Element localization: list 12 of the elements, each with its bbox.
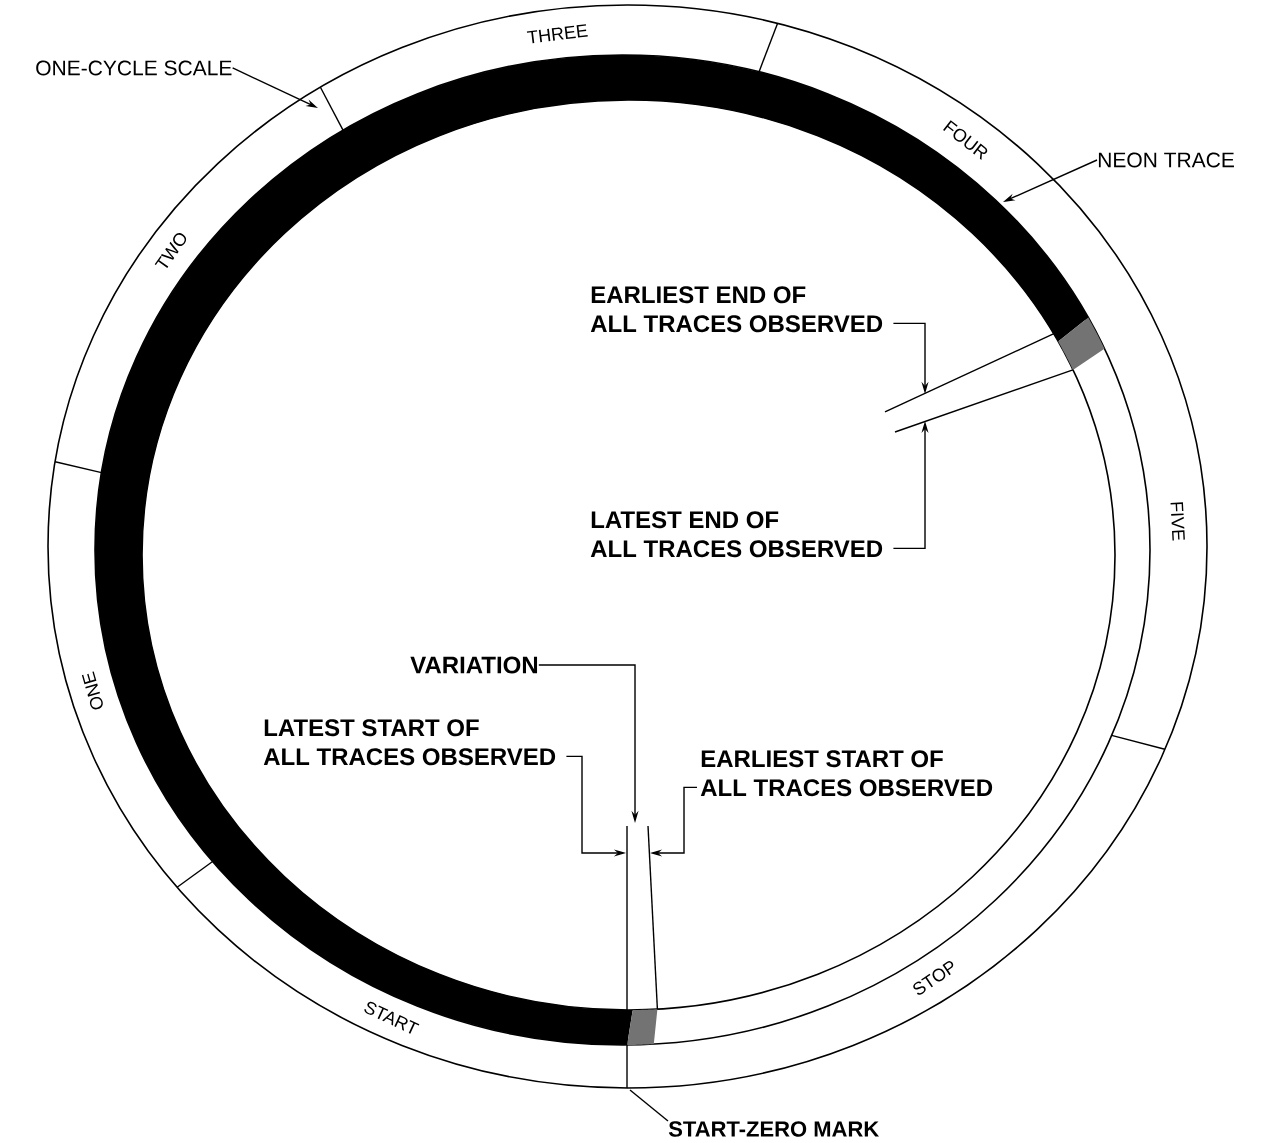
leader-line — [629, 1089, 669, 1122]
scale-label: FIVE — [1170, 502, 1185, 541]
callout-label: START-ZERO MARK — [668, 1121, 879, 1137]
callout-label: LATEST END OF ALL TRACES OBSERVED — [590, 511, 883, 558]
callout-label: NEON TRACE — [1098, 152, 1234, 168]
callout-label: VARIATION — [410, 656, 538, 674]
callout-label: EARLIEST START OF ALL TRACES OBSERVED — [700, 750, 993, 797]
callout-label: LATEST START OF ALL TRACES OBSERVED — [263, 719, 556, 766]
callout-label: EARLIEST END OF ALL TRACES OBSERVED — [590, 286, 883, 333]
scale-label: THREE — [526, 24, 588, 44]
scale-label: ONE — [81, 671, 103, 710]
callout-label: ONE-CYCLE SCALE — [36, 60, 232, 76]
